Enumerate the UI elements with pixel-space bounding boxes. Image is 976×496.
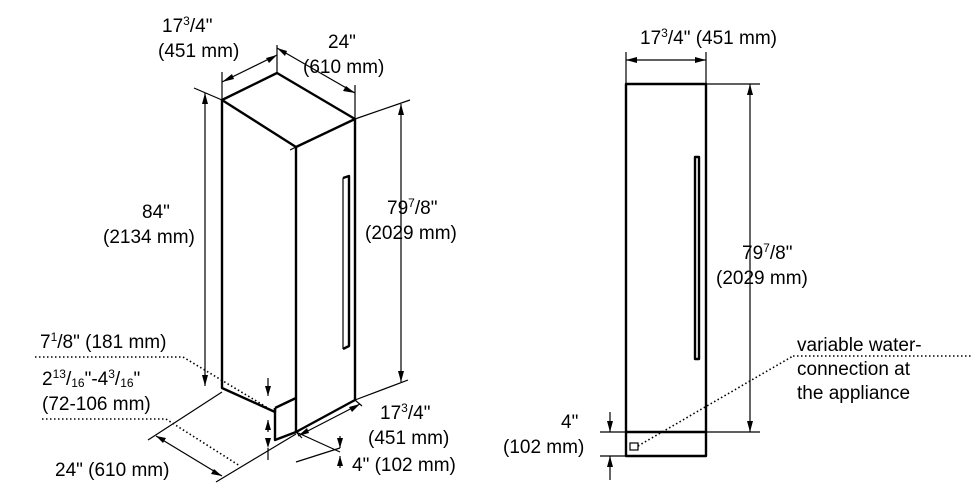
door-right-edge bbox=[295, 119, 357, 434]
front-panel bbox=[624, 82, 708, 458]
dim-plinth-range: 213/16"-43/16" (72-106 mm) bbox=[42, 367, 271, 467]
height-total-metric: (2134 mm) bbox=[103, 227, 195, 248]
depth-bottom-label: 173/4" bbox=[380, 401, 430, 424]
dim-height-door: 797/8" (2029 mm) bbox=[354, 99, 457, 401]
front-base-label: 4" bbox=[561, 412, 578, 433]
front-width-label: 173/4" (451 mm) bbox=[640, 26, 777, 49]
dim-width-bottom: 24" (610 mm) bbox=[55, 391, 297, 483]
water-connection-icon bbox=[629, 442, 639, 451]
plinth-range-metric: (72-106 mm) bbox=[42, 394, 151, 415]
water-note-line-2: connection at bbox=[797, 359, 911, 380]
water-note-line-1: variable water- bbox=[797, 335, 922, 356]
front-elevation bbox=[624, 82, 708, 458]
dim-height-total: 84" (2134 mm) bbox=[103, 87, 223, 386]
height-door-metric: (2029 mm) bbox=[365, 223, 457, 244]
depth-bottom-metric: (451 mm) bbox=[368, 428, 449, 449]
front-base-metric: (102 mm) bbox=[503, 437, 584, 458]
width-bottom-label: 24" (610 mm) bbox=[55, 460, 169, 481]
dim-kick-height: 71/8" (181 mm) bbox=[35, 330, 271, 409]
base-height-label: 4" (102 mm) bbox=[352, 455, 456, 476]
front-handle bbox=[693, 155, 701, 361]
width-top-metric: (610 mm) bbox=[303, 57, 384, 78]
depth-top-label: 173/4" bbox=[162, 14, 212, 37]
depth-top-metric: (451 mm) bbox=[158, 41, 239, 62]
plinth bbox=[273, 408, 297, 442]
front-height-metric: (2029 mm) bbox=[716, 268, 808, 289]
dim-depth-bottom: 173/4" (451 mm) bbox=[295, 399, 449, 449]
cabinet-top-face bbox=[220, 71, 357, 149]
isometric-appliance bbox=[220, 71, 357, 442]
water-connection-callout: variable water- connection at the applia… bbox=[637, 335, 972, 447]
dim-front-width: 173/4" (451 mm) bbox=[625, 26, 777, 84]
height-total-label: 84" bbox=[142, 202, 170, 223]
dim-front-base: 4" (102 mm) bbox=[503, 412, 626, 480]
dim-front-height: 797/8" (2029 mm) bbox=[706, 83, 808, 433]
front-height-label: 797/8" bbox=[742, 241, 792, 264]
width-top-label: 24" bbox=[328, 32, 356, 53]
dim-width-top: 24" (610 mm) bbox=[276, 32, 384, 119]
dim-base-height: 4" (102 mm) bbox=[295, 431, 456, 476]
kick-height-label: 71/8" (181 mm) bbox=[40, 330, 166, 353]
door-handle bbox=[342, 174, 351, 351]
water-note-line-3: the appliance bbox=[797, 383, 910, 404]
dim-depth-top: 173/4" (451 mm) bbox=[158, 14, 278, 100]
plinth-range-label: 213/16"-43/16" bbox=[42, 367, 140, 390]
cabinet-side-face bbox=[220, 100, 277, 414]
height-door-label: 797/8" bbox=[387, 196, 437, 219]
